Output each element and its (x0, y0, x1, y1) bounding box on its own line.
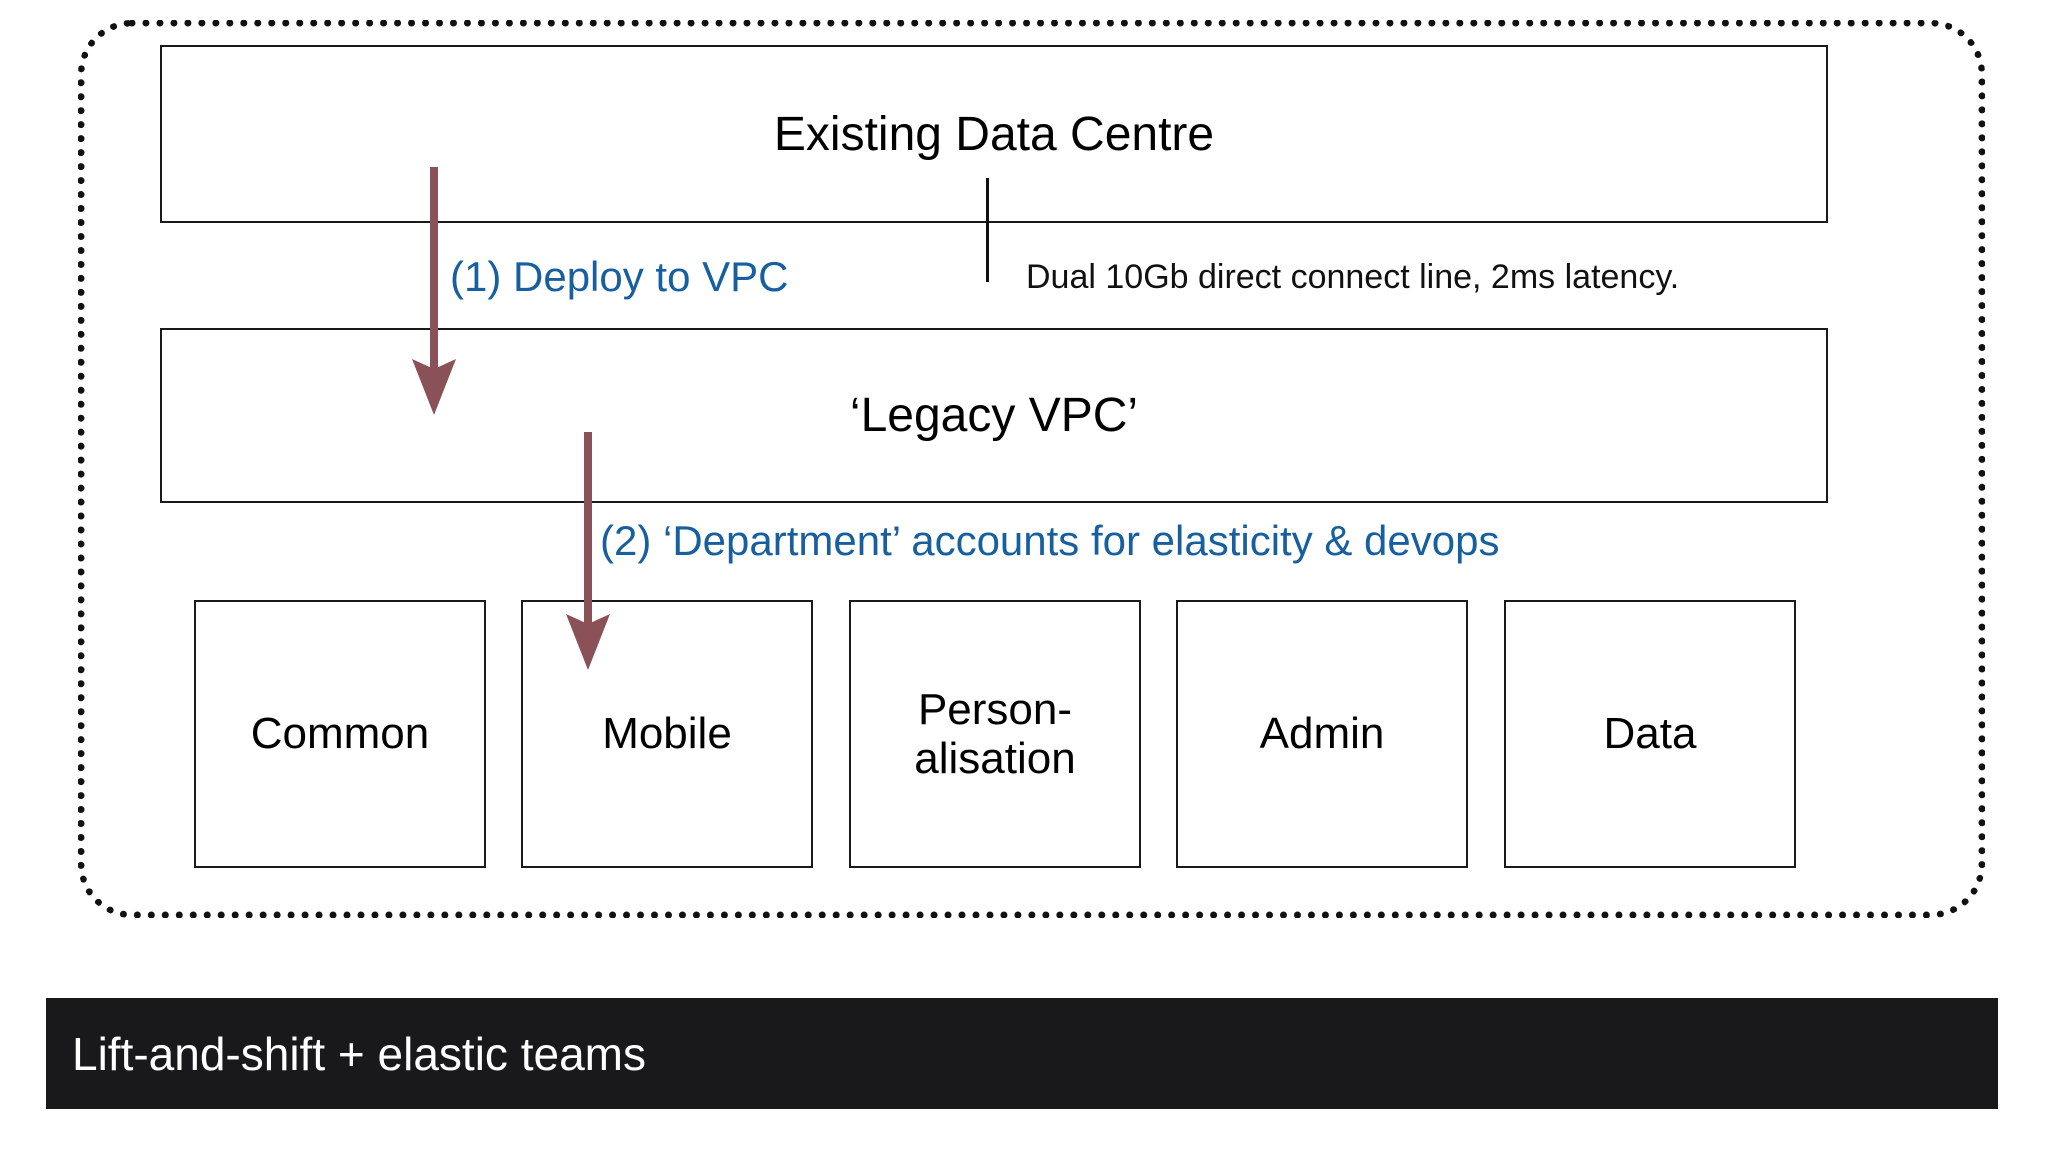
banner-title: Lift-and-shift + elastic teams (72, 1027, 646, 1080)
department-box-personalisation: Person- alisation (849, 600, 1141, 868)
box-existing-data-centre-label: Existing Data Centre (773, 107, 1215, 161)
box-existing-data-centre: Existing Data Centre (160, 45, 1828, 223)
annotation-vertical-divider (986, 178, 989, 282)
department-boxes-row: Common Mobile Person- alisation Admin Da… (194, 600, 1796, 868)
box-legacy-vpc-label: ‘Legacy VPC’ (849, 389, 1139, 442)
department-box-data-label: Data (1603, 709, 1697, 759)
department-box-mobile: Mobile (521, 600, 813, 868)
department-box-admin-label: Admin (1259, 709, 1385, 759)
label-step-one-deploy-to-vpc: (1) Deploy to VPC (450, 253, 789, 300)
box-legacy-vpc: ‘Legacy VPC’ (160, 328, 1828, 503)
department-box-common: Common (194, 600, 486, 868)
department-box-common-label: Common (250, 709, 430, 759)
department-box-admin: Admin (1176, 600, 1468, 868)
department-box-data: Data (1504, 600, 1796, 868)
dotted-boundary-container (78, 20, 1985, 918)
department-box-mobile-label: Mobile (602, 709, 732, 759)
bottom-banner: Lift-and-shift + elastic teams (46, 998, 1998, 1109)
connection-annotation-row: (1) Deploy to VPC Dual 10Gb direct conne… (160, 178, 1828, 314)
label-direct-connect-note: Dual 10Gb direct connect line, 2ms laten… (1026, 257, 1680, 296)
department-box-personalisation-label: Person- alisation (914, 684, 1076, 783)
label-step-two-department-accounts: (2) ‘Department’ accounts for elasticity… (600, 517, 1500, 564)
